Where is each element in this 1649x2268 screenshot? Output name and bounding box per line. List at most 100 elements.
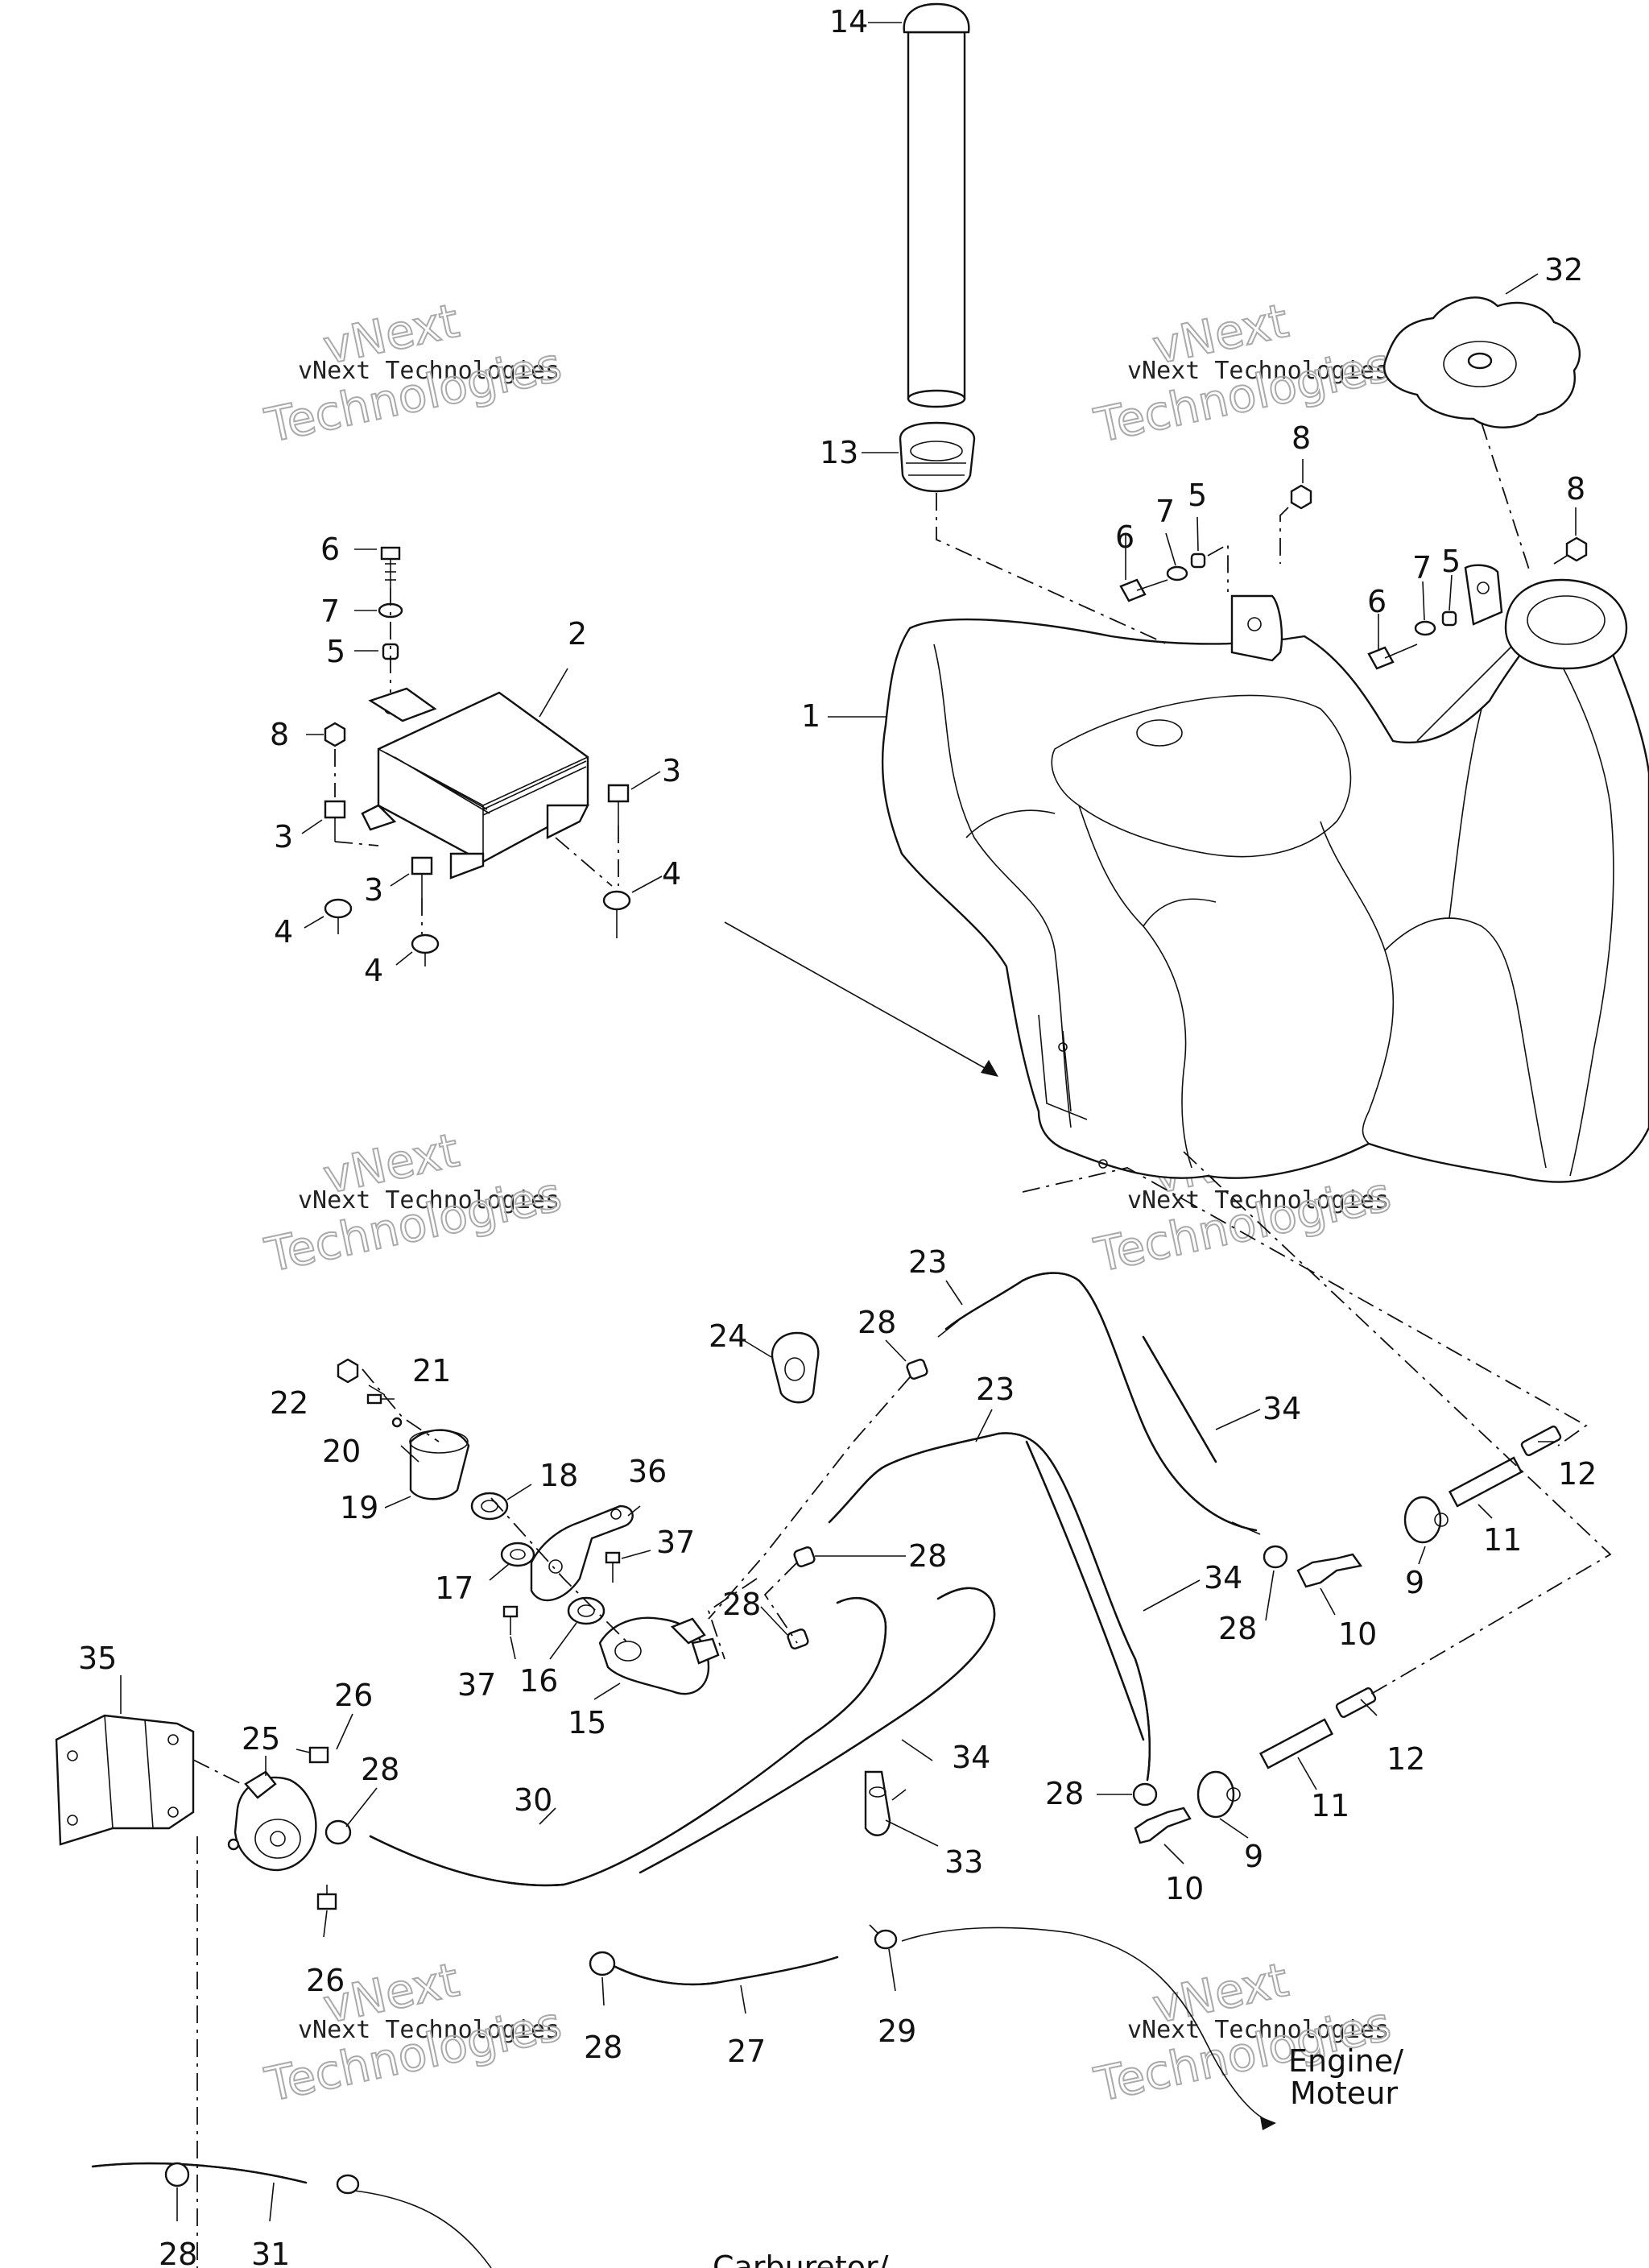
assembly-line-nut-8-mid xyxy=(1279,507,1289,564)
clamp-24 xyxy=(771,1331,820,1404)
destination-labels: Engine/ Moteur Carburetor/ xyxy=(713,2043,1403,2268)
grommet-9-upper xyxy=(1403,1496,1449,1544)
clamp-28-d xyxy=(1263,1545,1288,1569)
elbow-10-upper xyxy=(1296,1553,1363,1588)
grommet-4-b xyxy=(411,933,440,966)
elbow-10-lower xyxy=(1134,1807,1192,1844)
callout-34-upper: 34 xyxy=(1263,1391,1301,1426)
callout-29-a: 29 xyxy=(878,2013,916,2049)
callout-10-upper: 10 xyxy=(1338,1616,1377,1652)
callout-5-mid: 5 xyxy=(1188,478,1207,513)
filler-tube xyxy=(903,2,970,408)
callout-27: 27 xyxy=(727,2034,766,2069)
engine-label: Engine/ xyxy=(1288,2043,1403,2079)
callout-8-mid: 8 xyxy=(1292,420,1311,456)
callout-8-right: 8 xyxy=(1566,471,1585,507)
svg-text:vNext Technologies: vNext Technologies xyxy=(298,357,560,385)
callout-11-upper: 11 xyxy=(1483,1522,1522,1558)
clamp-29-a xyxy=(869,1924,898,1950)
assembly-line-mid xyxy=(1207,543,1229,592)
fuel-hose-23-upper xyxy=(937,1272,1261,1535)
leader-lines xyxy=(120,22,1577,2222)
callout-28-a: 28 xyxy=(858,1305,896,1340)
callout-11-lower: 11 xyxy=(1311,1788,1349,1823)
callout-20: 20 xyxy=(322,1434,361,1469)
fuel-cap xyxy=(1383,296,1581,428)
connector-12-upper xyxy=(1520,1425,1562,1457)
spacer-5-mid xyxy=(1190,553,1206,569)
clamp-19 xyxy=(409,1429,470,1500)
fuel-pump-15 xyxy=(598,1616,720,1695)
gasket-17 xyxy=(500,1542,535,1567)
callout-9-upper: 9 xyxy=(1405,1565,1424,1600)
washer-7-mid xyxy=(1166,565,1188,581)
callout-17: 17 xyxy=(435,1571,473,1606)
fuel-hose-31 xyxy=(91,2162,308,2184)
callout-12-upper: 12 xyxy=(1558,1456,1597,1492)
tube-11-upper xyxy=(1448,1456,1523,1508)
callout-28-b: 28 xyxy=(908,1538,947,1574)
assembly-line-gasket-tank xyxy=(936,493,1168,645)
callout-28-f: 28 xyxy=(361,1752,399,1787)
nut-22 xyxy=(337,1358,359,1384)
callout-3-b: 3 xyxy=(364,872,383,908)
screw-26-upper xyxy=(295,1746,329,1764)
callout-12-lower: 12 xyxy=(1387,1741,1425,1777)
sleeve-34-lower xyxy=(639,1587,996,1874)
callout-18: 18 xyxy=(539,1458,578,1493)
callout-28-e: 28 xyxy=(1045,1776,1084,1811)
callout-26-upper: 26 xyxy=(334,1678,373,1713)
callout-5-right: 5 xyxy=(1441,544,1461,579)
callout-10-lower: 10 xyxy=(1165,1871,1204,1906)
svg-text:vNext Technologies: vNext Technologies xyxy=(1127,1186,1389,1215)
connector-12-lower xyxy=(1335,1687,1377,1719)
callout-labels: 14 13 1 2 32 8 8 6 7 5 8 3 3 3 4 4 4 6 7… xyxy=(78,4,1597,2268)
bolt-6-right xyxy=(1367,644,1418,670)
callout-28-d: 28 xyxy=(1218,1611,1257,1646)
gasket-18 xyxy=(470,1492,509,1521)
callout-3-c: 3 xyxy=(662,753,681,788)
bolt-3-c xyxy=(607,784,630,826)
sleeve-34-mid xyxy=(1025,1440,1145,1741)
assembly-line-pump-stack xyxy=(362,1368,629,1644)
carburetor-label: Carburetor/ xyxy=(713,2249,889,2268)
callout-4-a: 4 xyxy=(274,914,293,950)
callout-28-h: 28 xyxy=(159,2237,197,2268)
callout-34-lower: 34 xyxy=(952,1740,990,1775)
assembly-line-cap xyxy=(1481,422,1531,573)
assembly-line-tank-outlet-upper xyxy=(1022,1167,1588,1446)
bolt-6-mid xyxy=(1119,578,1168,602)
screw-6-left xyxy=(380,546,401,588)
bolt-3-b xyxy=(411,856,433,898)
fuel-hose-27 xyxy=(610,1956,839,1986)
nut-8-right xyxy=(1565,536,1588,562)
grommet-4-a xyxy=(324,898,353,934)
tie-strap-33 xyxy=(864,1770,891,1836)
callout-6-right: 6 xyxy=(1367,584,1387,619)
callout-1: 1 xyxy=(801,698,820,734)
callout-4-c: 4 xyxy=(662,856,681,892)
bolt-3-a xyxy=(324,800,346,842)
callout-23-lower: 23 xyxy=(976,1372,1015,1407)
callout-14: 14 xyxy=(829,4,868,39)
assembly-line-tank-outlet-lower xyxy=(1183,1151,1612,1696)
callout-7-left: 7 xyxy=(320,594,340,629)
callout-9-lower: 9 xyxy=(1244,1839,1263,1874)
clamp-28-h xyxy=(164,2162,190,2187)
callout-26-lower: 26 xyxy=(306,1963,345,1998)
callout-21: 21 xyxy=(412,1353,451,1389)
spacer-5-right xyxy=(1441,610,1457,627)
screw-21 xyxy=(366,1393,395,1405)
callout-33: 33 xyxy=(944,1844,983,1880)
callout-31: 31 xyxy=(251,2237,290,2268)
grommet-4-c xyxy=(602,890,631,938)
direction-arrow xyxy=(724,921,998,1077)
heat-shield xyxy=(361,687,589,879)
arrow-to-engine xyxy=(1260,2117,1276,2130)
grommet-9-lower xyxy=(1196,1770,1241,1819)
sleeve-34-upper xyxy=(1142,1335,1217,1463)
assembly-line-bracket-fasteners xyxy=(334,749,619,934)
screw-37-b xyxy=(502,1605,519,1635)
line-to-carburetor xyxy=(353,2190,492,2268)
